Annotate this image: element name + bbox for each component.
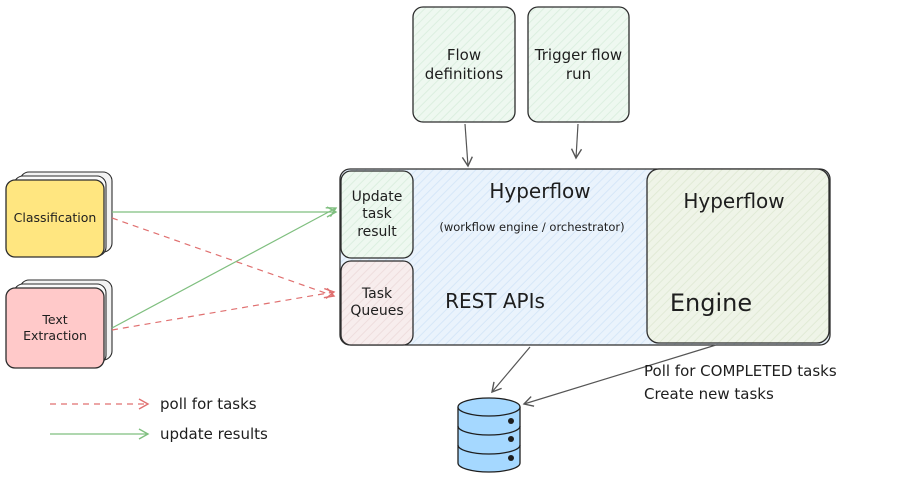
update-task-result-label: Update task result: [351, 188, 403, 240]
hyperflow-title: Hyperflow: [489, 178, 591, 203]
classification-label: Classification: [13, 210, 97, 226]
flow-definitions-label: Flow definitions: [424, 46, 504, 83]
arrow-text-extraction-update: [111, 207, 338, 329]
task-queues-label: Task Queues: [350, 285, 404, 320]
flow-definitions-box: [412, 6, 516, 123]
trigger-flow-run-box: [527, 6, 630, 123]
arrow-text-extraction-poll: [111, 287, 336, 331]
classification-box: [5, 179, 105, 258]
engine-box: [646, 168, 830, 344]
arrow-trigger-flow-run: [570, 123, 583, 160]
database-icon: [457, 397, 521, 473]
task-queues-box: [340, 260, 414, 346]
legend-update-label: update results: [160, 425, 268, 443]
trigger-flow-run-label: Trigger flow run: [534, 46, 623, 83]
engine-label: Engine: [669, 289, 753, 317]
update-task-result-box: [340, 170, 414, 259]
poll-completed-annotation: Poll for COMPLETED tasks: [644, 362, 837, 380]
create-new-annotation: Create new tasks: [644, 385, 774, 403]
arrow-classification-poll: [111, 217, 336, 299]
engine-title: Hyperflow: [683, 188, 785, 213]
text-extraction-box: [5, 287, 105, 369]
legend-poll-label: poll for tasks: [160, 395, 257, 413]
arrow-engine-to-db: [522, 344, 717, 407]
hyperflow-subtitle: (workflow engine / orchestrator): [439, 219, 625, 234]
arrow-flow-definitions: [461, 123, 473, 168]
arrow-server-to-db: [491, 346, 531, 394]
text-extraction-label: Text Extraction: [23, 312, 87, 343]
rest-apis-label: REST APIs: [445, 288, 545, 313]
